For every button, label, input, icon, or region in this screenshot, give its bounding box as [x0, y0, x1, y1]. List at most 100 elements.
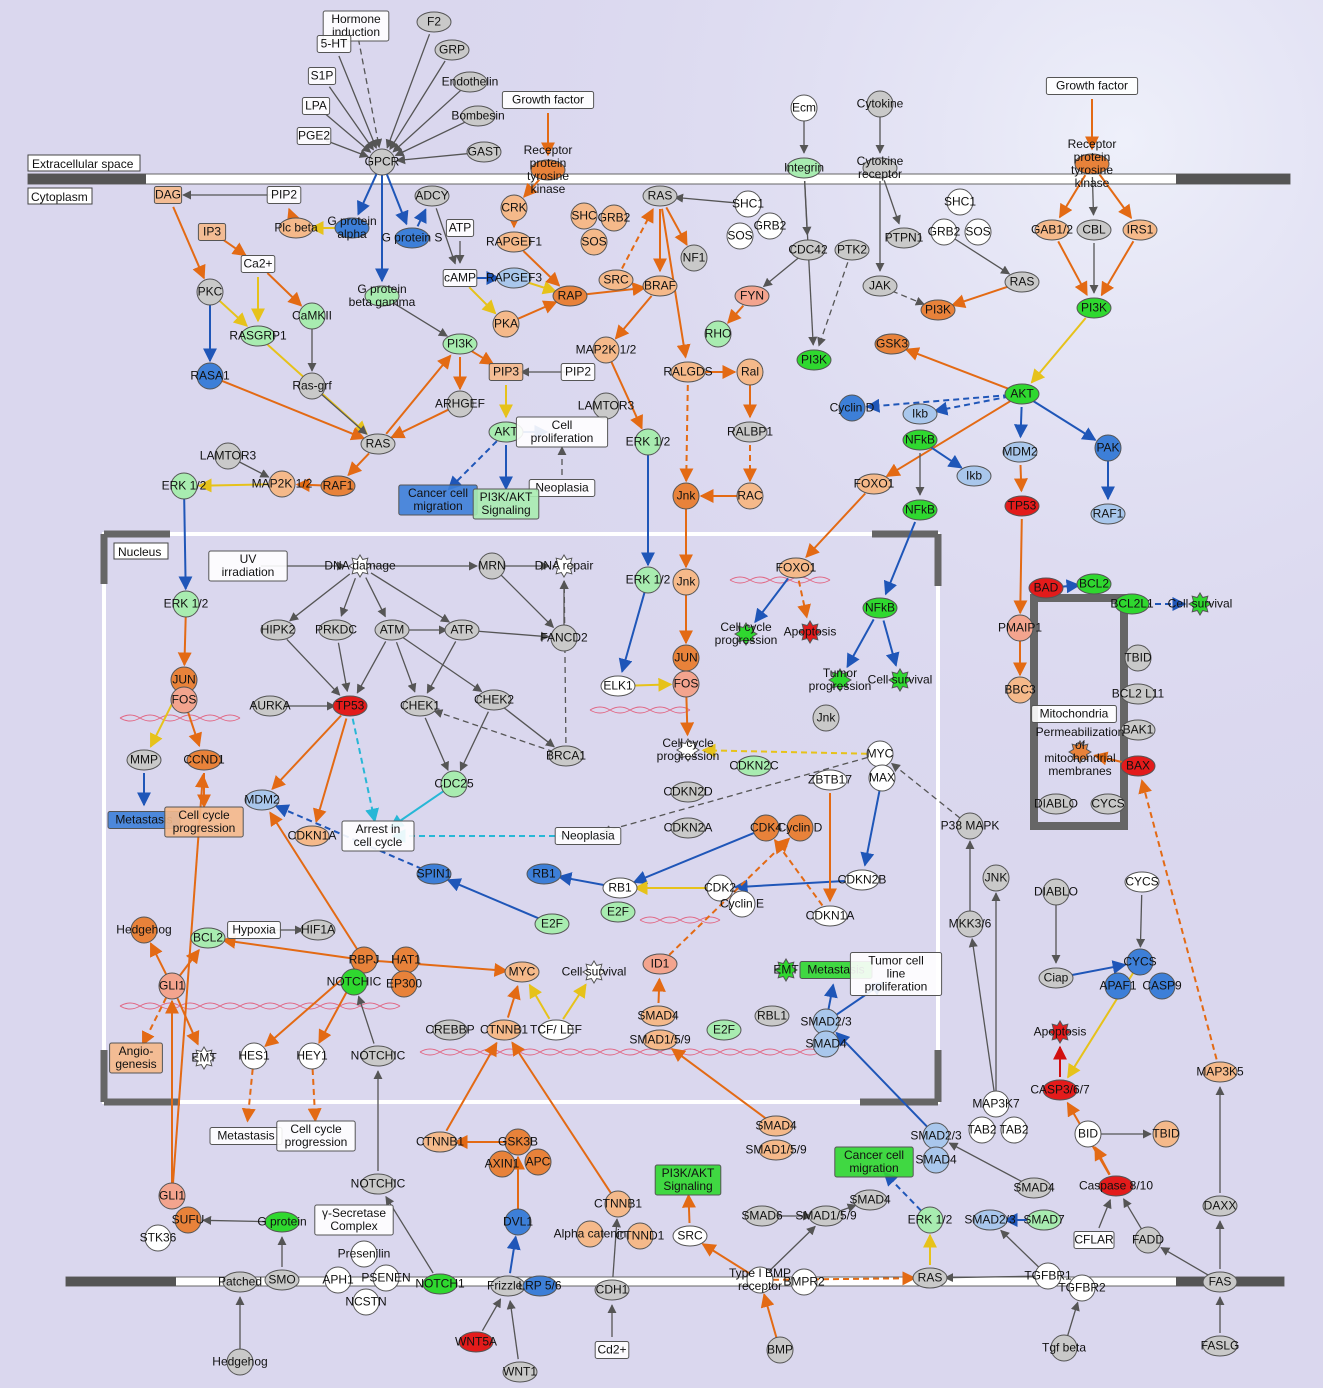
node-ctnnd1[interactable]: CTNND1	[616, 1222, 665, 1250]
node-bcl2-l11[interactable]: BCL2 L11	[1112, 683, 1165, 705]
node-fadd[interactable]: FADD	[1132, 1226, 1164, 1254]
node-hypoxia[interactable]: Hypoxia	[227, 921, 281, 939]
node-endothelin[interactable]: Endothelin	[442, 71, 499, 93]
node-tgf-beta[interactable]: Tgf beta	[1042, 1334, 1086, 1362]
node-ca2[interactable]: Ca2+	[240, 255, 276, 273]
node-smo[interactable]: SMO	[264, 1269, 300, 1291]
node-apc[interactable]: APC	[524, 1148, 552, 1176]
node-arhgef[interactable]: ARHGEF	[435, 390, 485, 418]
node-rb1[interactable]: RB1	[526, 863, 562, 885]
node-elk1[interactable]: ELK1	[600, 675, 636, 697]
node-spin1[interactable]: SPIN1	[416, 863, 452, 885]
node-cdc25[interactable]: CDC25	[434, 770, 474, 798]
node-cbl[interactable]: CBL	[1076, 219, 1112, 241]
node-nfkb[interactable]: NFkB	[862, 597, 898, 619]
node-irs1[interactable]: IRS1	[1122, 219, 1158, 241]
node-src[interactable]: SRC	[672, 1225, 708, 1247]
node-brca1[interactable]: BRCA1	[546, 745, 586, 767]
node-smad1-5-9[interactable]: SMAD1/5/9	[795, 1205, 857, 1227]
node-jnk[interactable]: JNK	[982, 864, 1010, 892]
node-crebbp[interactable]: CREBBP	[425, 1019, 475, 1041]
node-ikb[interactable]: Ikb	[956, 465, 992, 487]
node-rbpj[interactable]: RBPJ	[349, 946, 380, 974]
node-atm[interactable]: ATM	[374, 619, 410, 641]
node-psenen[interactable]: PSENEN	[361, 1264, 411, 1292]
node-pi3k[interactable]: PI3K	[442, 333, 478, 355]
node-mdm2[interactable]: MDM2	[244, 789, 280, 811]
node-cytokine[interactable]: Cytokine	[857, 90, 904, 118]
node-smad7[interactable]: SMAD7	[1023, 1209, 1065, 1231]
node-tab2[interactable]: TAB2	[967, 1116, 997, 1144]
node-camp[interactable]: cAMP	[442, 269, 478, 287]
node-gsk3b[interactable]: GSK3B	[498, 1128, 538, 1156]
node-casp9[interactable]: CASP9	[1142, 972, 1182, 1000]
node-smad4[interactable]: SMAD4	[637, 1005, 679, 1027]
node-braf[interactable]: BRAF	[642, 275, 678, 297]
node-crk[interactable]: CRK	[500, 194, 528, 222]
node-fas[interactable]: FAS	[1202, 1271, 1238, 1293]
node-ras-grf[interactable]: Ras-grf	[292, 372, 332, 400]
node-diablo[interactable]: DIABLO	[1034, 793, 1078, 815]
node-sos[interactable]: SOS	[964, 218, 992, 246]
node-grb2[interactable]: GRB2	[598, 204, 631, 232]
node-pip2[interactable]: PIP2	[266, 186, 302, 204]
node-hey1[interactable]: HEY1	[296, 1042, 328, 1070]
node-myc[interactable]: MYC	[504, 961, 540, 983]
node-smad2-3[interactable]: SMAD2/3	[910, 1122, 962, 1150]
node-cflar[interactable]: CFLAR	[1073, 1231, 1115, 1249]
node-lrp-5-6[interactable]: LRP 5/6	[518, 1275, 562, 1297]
node-erk-1-2[interactable]: ERK 1/2	[626, 428, 671, 456]
node-dna-damage[interactable]: DNA damage	[324, 554, 396, 578]
node-grp[interactable]: GRP	[434, 39, 470, 61]
node-p38-mapk[interactable]: P38 MAPK	[941, 812, 1000, 840]
node-erk-1-2[interactable]: ERK 1/2	[164, 590, 209, 618]
node-hedgehog[interactable]: Hedgehog	[116, 916, 172, 944]
node-akt[interactable]: AKT	[1004, 383, 1040, 405]
node-shc[interactable]: SHC	[570, 202, 598, 230]
node-emt[interactable]: EMT	[191, 1046, 217, 1070]
node-cdkn2c[interactable]: CDKN2C	[729, 755, 779, 777]
node-tgfbr2[interactable]: TGFBR2	[1058, 1274, 1106, 1302]
node-pge2[interactable]: PGE2	[296, 127, 332, 145]
node-cycs[interactable]: CYCS	[1124, 871, 1160, 893]
node-hedgehog[interactable]: Hedgehog	[212, 1348, 268, 1376]
node-diablo[interactable]: DIABLO	[1034, 878, 1078, 906]
node-faslg[interactable]: FASLG	[1201, 1335, 1240, 1357]
node-jnk[interactable]: Jnk	[672, 568, 700, 596]
node-ecm[interactable]: Ecm	[790, 94, 818, 122]
node-cdk4[interactable]: CDK4	[750, 814, 782, 842]
node-mrn[interactable]: MRN	[478, 552, 506, 580]
node-mkk3-6[interactable]: MKK3/6	[949, 910, 992, 938]
node-pip3[interactable]: PIP3	[488, 363, 524, 381]
node-notch1[interactable]: NOTCH1	[415, 1273, 465, 1295]
node-angio-genesis[interactable]: Angio-genesis	[109, 1042, 163, 1074]
node-fos[interactable]: FOS	[170, 686, 198, 714]
node-lamtor3[interactable]: LAMTOR3	[578, 392, 635, 420]
node-ctnnb1[interactable]: CTNNB1	[480, 1019, 528, 1041]
node-e2f[interactable]: E2F	[600, 901, 636, 923]
node-hes1[interactable]: HES1	[238, 1042, 270, 1070]
node-ctnnb1[interactable]: CTNNB1	[594, 1190, 642, 1218]
node-f2[interactable]: F2	[416, 11, 452, 33]
node-id1[interactable]: ID1	[642, 953, 678, 975]
node-cdk2[interactable]: CDK2	[704, 874, 736, 902]
node-rbl1[interactable]: RBL1	[754, 1005, 790, 1027]
node-cdc42[interactable]: CDC42	[788, 239, 828, 261]
node-cdkn2b[interactable]: CDKN2B	[838, 869, 887, 891]
node-ralbp1[interactable]: RALBP1	[727, 421, 773, 443]
node-chek1[interactable]: CHEK1	[400, 695, 440, 717]
node-nfkb[interactable]: NFkB	[902, 499, 938, 521]
node-dvl1[interactable]: DVL1	[503, 1208, 533, 1236]
node-bbc3[interactable]: BBC3	[1004, 676, 1036, 704]
node-tgfbr1[interactable]: TGFBR1	[1024, 1262, 1072, 1290]
